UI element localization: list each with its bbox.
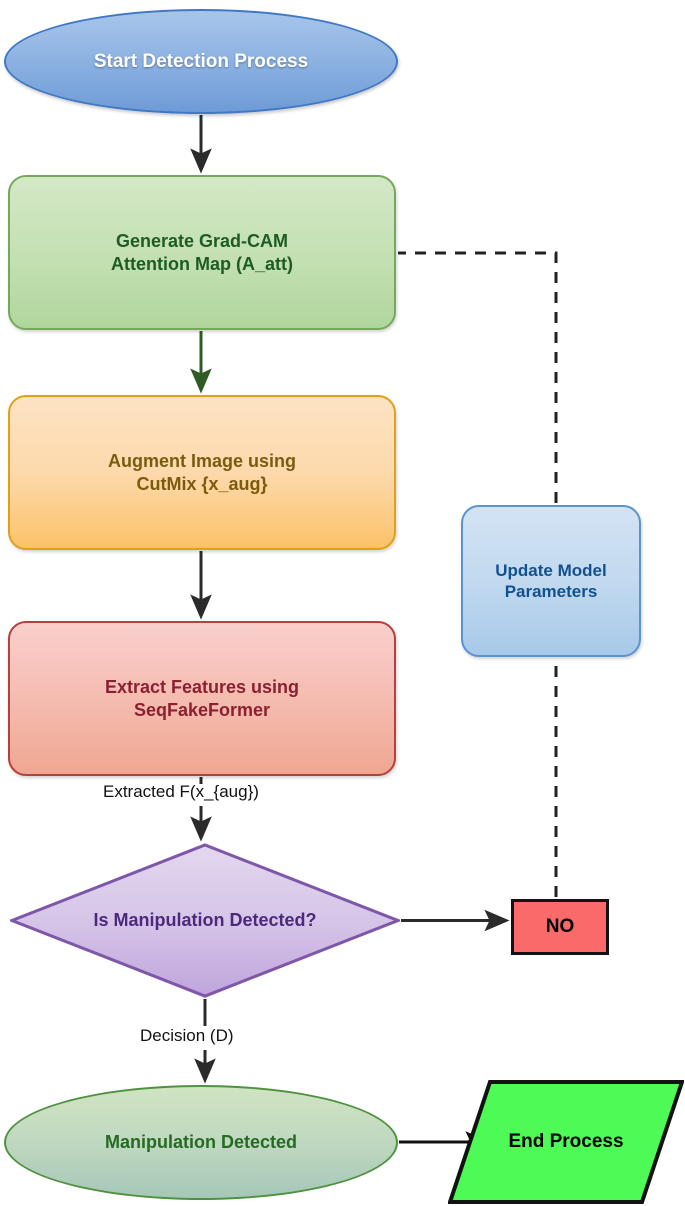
node-gradcam-label: Generate Grad-CAM Attention Map (A_att) [111,231,293,274]
node-decision-label: Is Manipulation Detected? [93,910,317,931]
node-augment-label: Augment Image using CutMix {x_aug} [107,451,296,494]
node-extract-features[interactable]: Extract Features using SeqFakeFormer [8,621,396,776]
node-no-result[interactable]: NO [511,899,609,955]
node-end-process[interactable]: End Process [448,1080,684,1204]
node-update-label: Update Model Parameters [495,560,607,601]
node-start-detection-process[interactable]: Start Detection Process [4,9,398,114]
edge-label-extracted-features: Extracted F(x_{aug}) [103,782,259,801]
node-update-model-parameters[interactable]: Update Model Parameters [461,505,641,657]
node-is-manipulation-detected[interactable]: Is Manipulation Detected? [10,843,400,998]
parallelogram-shape [448,1080,684,1204]
node-detected-label: Manipulation Detected [104,1132,297,1153]
node-start-label: Start Detection Process [93,50,309,72]
node-manipulation-detected[interactable]: Manipulation Detected [4,1085,398,1200]
node-no-label: NO [545,916,575,938]
node-end-label: End Process [508,1131,624,1153]
node-extract-label: Extract Features using SeqFakeFormer [104,677,300,720]
node-generate-gradcam[interactable]: Generate Grad-CAM Attention Map (A_att) [8,175,396,330]
edge-update-to-gradcam-dashed [398,251,558,503]
node-augment-image[interactable]: Augment Image using CutMix {x_aug} [8,395,396,550]
edge-label-decision: Decision (D) [140,1026,234,1045]
